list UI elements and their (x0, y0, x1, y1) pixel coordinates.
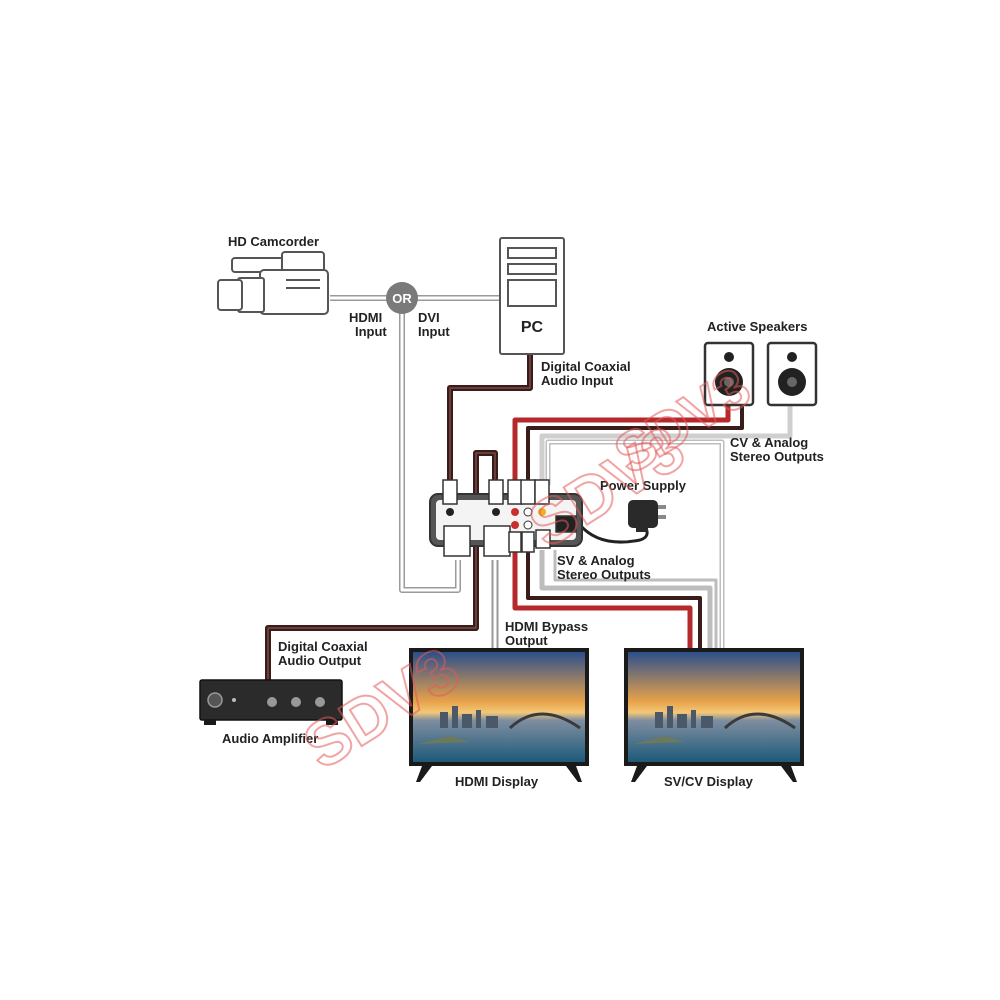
hdmi-display-label: HDMI Display (455, 774, 539, 789)
hdmi-bypass-label-1: HDMI Bypass (505, 619, 588, 634)
dvi-input-label-1: DVI (418, 310, 440, 325)
pc-label: PC (521, 319, 544, 336)
audio-amplifier (199, 679, 343, 725)
amplifier-label: Audio Amplifier (222, 731, 318, 746)
active-speaker-left (703, 341, 755, 407)
or-badge: OR (386, 282, 418, 314)
coax-output-label-2: Audio Output (278, 653, 362, 668)
cv-outputs-label-1: CV & Analog (730, 435, 808, 450)
power-cable (578, 523, 649, 544)
svg-text:OR: OR (392, 291, 412, 306)
sv-outputs-label-2: Stereo Outputs (557, 567, 651, 582)
converter-unit (429, 479, 583, 557)
active-speaker-right (766, 341, 818, 407)
sv-cv-display (624, 648, 804, 782)
coax-output-label-1: Digital Coaxial (278, 639, 368, 654)
power-supply-adapter (628, 500, 666, 532)
cables (265, 295, 793, 682)
speaker-cables (512, 405, 793, 485)
hdmi-input-label-2: Input (355, 324, 387, 339)
sv-cv-display-skyline (655, 706, 713, 728)
hdmi-bypass-label-2: Output (505, 633, 548, 648)
camcorder-label: HD Camcorder (228, 234, 319, 249)
cv-outputs-label-2: Stereo Outputs (730, 449, 824, 464)
hdmi-display (409, 648, 589, 782)
speakers-label: Active Speakers (707, 319, 807, 334)
coax-input-label-2: Audio Input (541, 373, 614, 388)
coax-input-label-1: Digital Coaxial (541, 359, 631, 374)
dvi-input-label-2: Input (418, 324, 450, 339)
hdmi-input-label-1: HDMI (349, 310, 382, 325)
sv-outputs-label-1: SV & Analog (557, 553, 635, 568)
hdmi-display-skyline (440, 706, 498, 728)
pc-tower (499, 237, 565, 355)
sv-cv-display-label: SV/CV Display (664, 774, 754, 789)
sv-output-cables (512, 550, 718, 648)
power-supply-label: Power Supply (600, 478, 687, 493)
hd-camcorder (217, 251, 329, 315)
